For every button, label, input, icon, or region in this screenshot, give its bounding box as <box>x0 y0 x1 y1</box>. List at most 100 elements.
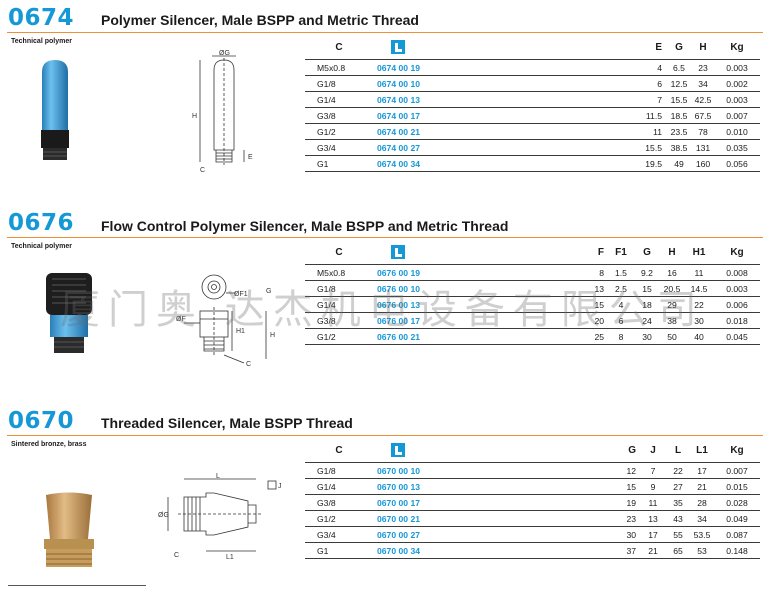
cell-h: 78 <box>692 123 714 140</box>
col-header-h1: H1 <box>692 246 706 258</box>
col-header-kg: Kg <box>730 246 744 258</box>
cell-h: 23 <box>692 59 714 76</box>
cell-g: 24 <box>634 312 660 329</box>
cell-ref: 0676 00 10 <box>373 280 455 297</box>
cell-l: 65 <box>666 542 690 559</box>
cell-h1: 22 <box>684 296 714 313</box>
catalog-reference-icon <box>391 443 405 457</box>
col-header-j: J <box>650 444 656 456</box>
cell-j: 21 <box>640 542 666 559</box>
cell-g: 19 <box>455 494 640 511</box>
product-code: 0674 <box>8 5 75 31</box>
cell-l: 22 <box>666 462 690 479</box>
cell-kg: 0.087 <box>714 526 760 543</box>
cell-ref: 0670 00 27 <box>373 526 455 543</box>
cell-kg: 0.007 <box>714 107 760 124</box>
cell-h: 38 <box>660 312 684 329</box>
cell-ref: 0674 00 17 <box>373 107 455 124</box>
cell-kg: 0.056 <box>714 155 760 172</box>
material-label: Technical polymer <box>11 243 72 250</box>
cell-c: G3/4 <box>305 139 373 156</box>
technical-drawing-0670: L J ØG C L1 <box>158 473 282 561</box>
col-header-f1: F1 <box>615 246 627 258</box>
cell-f1: 6 <box>608 312 634 329</box>
cell-e: 19.5 <box>455 155 666 172</box>
cell-kg: 0.008 <box>714 264 760 281</box>
cell-c: G1 <box>305 542 373 559</box>
col-header-g: G <box>675 41 683 53</box>
drawing-label-c: C <box>200 167 205 174</box>
cell-l: 55 <box>666 526 690 543</box>
col-header-ref <box>373 240 455 265</box>
cell-l1: 17 <box>690 462 714 479</box>
cell-c: G3/4 <box>305 526 373 543</box>
cell-c: G1/8 <box>305 462 373 479</box>
cell-l1: 53 <box>690 542 714 559</box>
cell-ref: 0674 00 10 <box>373 75 455 92</box>
drawing-label-j: J <box>278 483 282 490</box>
cell-kg: 0.018 <box>714 312 760 329</box>
cell-j: 9 <box>640 478 666 495</box>
col-header-ref <box>373 438 455 463</box>
col-header-h: H <box>699 41 707 53</box>
cell-l: 27 <box>666 478 690 495</box>
cell-f: 20 <box>455 312 608 329</box>
section-title: Polymer Silencer, Male BSPP and Metric T… <box>101 12 419 28</box>
section-rule <box>7 237 763 238</box>
col-header-kg: Kg <box>730 41 744 53</box>
cell-g: 23.5 <box>666 123 692 140</box>
cell-f1: 1.5 <box>608 264 634 281</box>
cell-kg: 0.003 <box>714 59 760 76</box>
cell-g: 18.5 <box>666 107 692 124</box>
cell-j: 17 <box>640 526 666 543</box>
cell-ref: 0670 00 10 <box>373 462 455 479</box>
cell-g: 37 <box>455 542 640 559</box>
col-header-l1: L1 <box>696 444 708 456</box>
drawing-label-l1: L1 <box>226 554 234 561</box>
cell-l: 35 <box>666 494 690 511</box>
cell-kg: 0.003 <box>714 91 760 108</box>
drawing-label-g: ØG <box>158 512 169 519</box>
cell-e: 4 <box>455 59 666 76</box>
cell-h: 42.5 <box>692 91 714 108</box>
cell-c: M5x0.8 <box>305 59 373 76</box>
watermark-text: 厦门奥 达杰机电设备有限公司 <box>60 287 705 333</box>
cell-h: 20.5 <box>660 280 684 297</box>
col-header-g: G <box>643 246 651 258</box>
cell-c: G3/8 <box>305 312 373 329</box>
section-title: Threaded Silencer, Male BSPP Thread <box>101 415 353 431</box>
cell-g: 9.2 <box>634 264 660 281</box>
cell-kg: 0.035 <box>714 139 760 156</box>
cell-kg: 0.015 <box>714 478 760 495</box>
product-photo-flow-control-silencer <box>46 273 92 353</box>
cell-f: 25 <box>455 328 608 345</box>
cell-g: 49 <box>666 155 692 172</box>
cell-c: G1/2 <box>305 510 373 527</box>
cell-c: G1/4 <box>305 478 373 495</box>
cell-f1: 8 <box>608 328 634 345</box>
cell-l: 43 <box>666 510 690 527</box>
cell-g: 30 <box>455 526 640 543</box>
cell-h: 50 <box>660 328 684 345</box>
cell-e: 15.5 <box>455 139 666 156</box>
col-header-c: C <box>335 41 343 53</box>
cell-kg: 0.049 <box>714 510 760 527</box>
cell-f1: 2.5 <box>608 280 634 297</box>
cell-g: 38.5 <box>666 139 692 156</box>
cell-kg: 0.045 <box>714 328 760 345</box>
product-photo-bronze-silencer <box>44 492 94 567</box>
cell-h: 29 <box>660 296 684 313</box>
drawing-label-h: H <box>270 332 275 339</box>
cell-c: G1/4 <box>305 91 373 108</box>
col-header-g: G <box>628 444 636 456</box>
